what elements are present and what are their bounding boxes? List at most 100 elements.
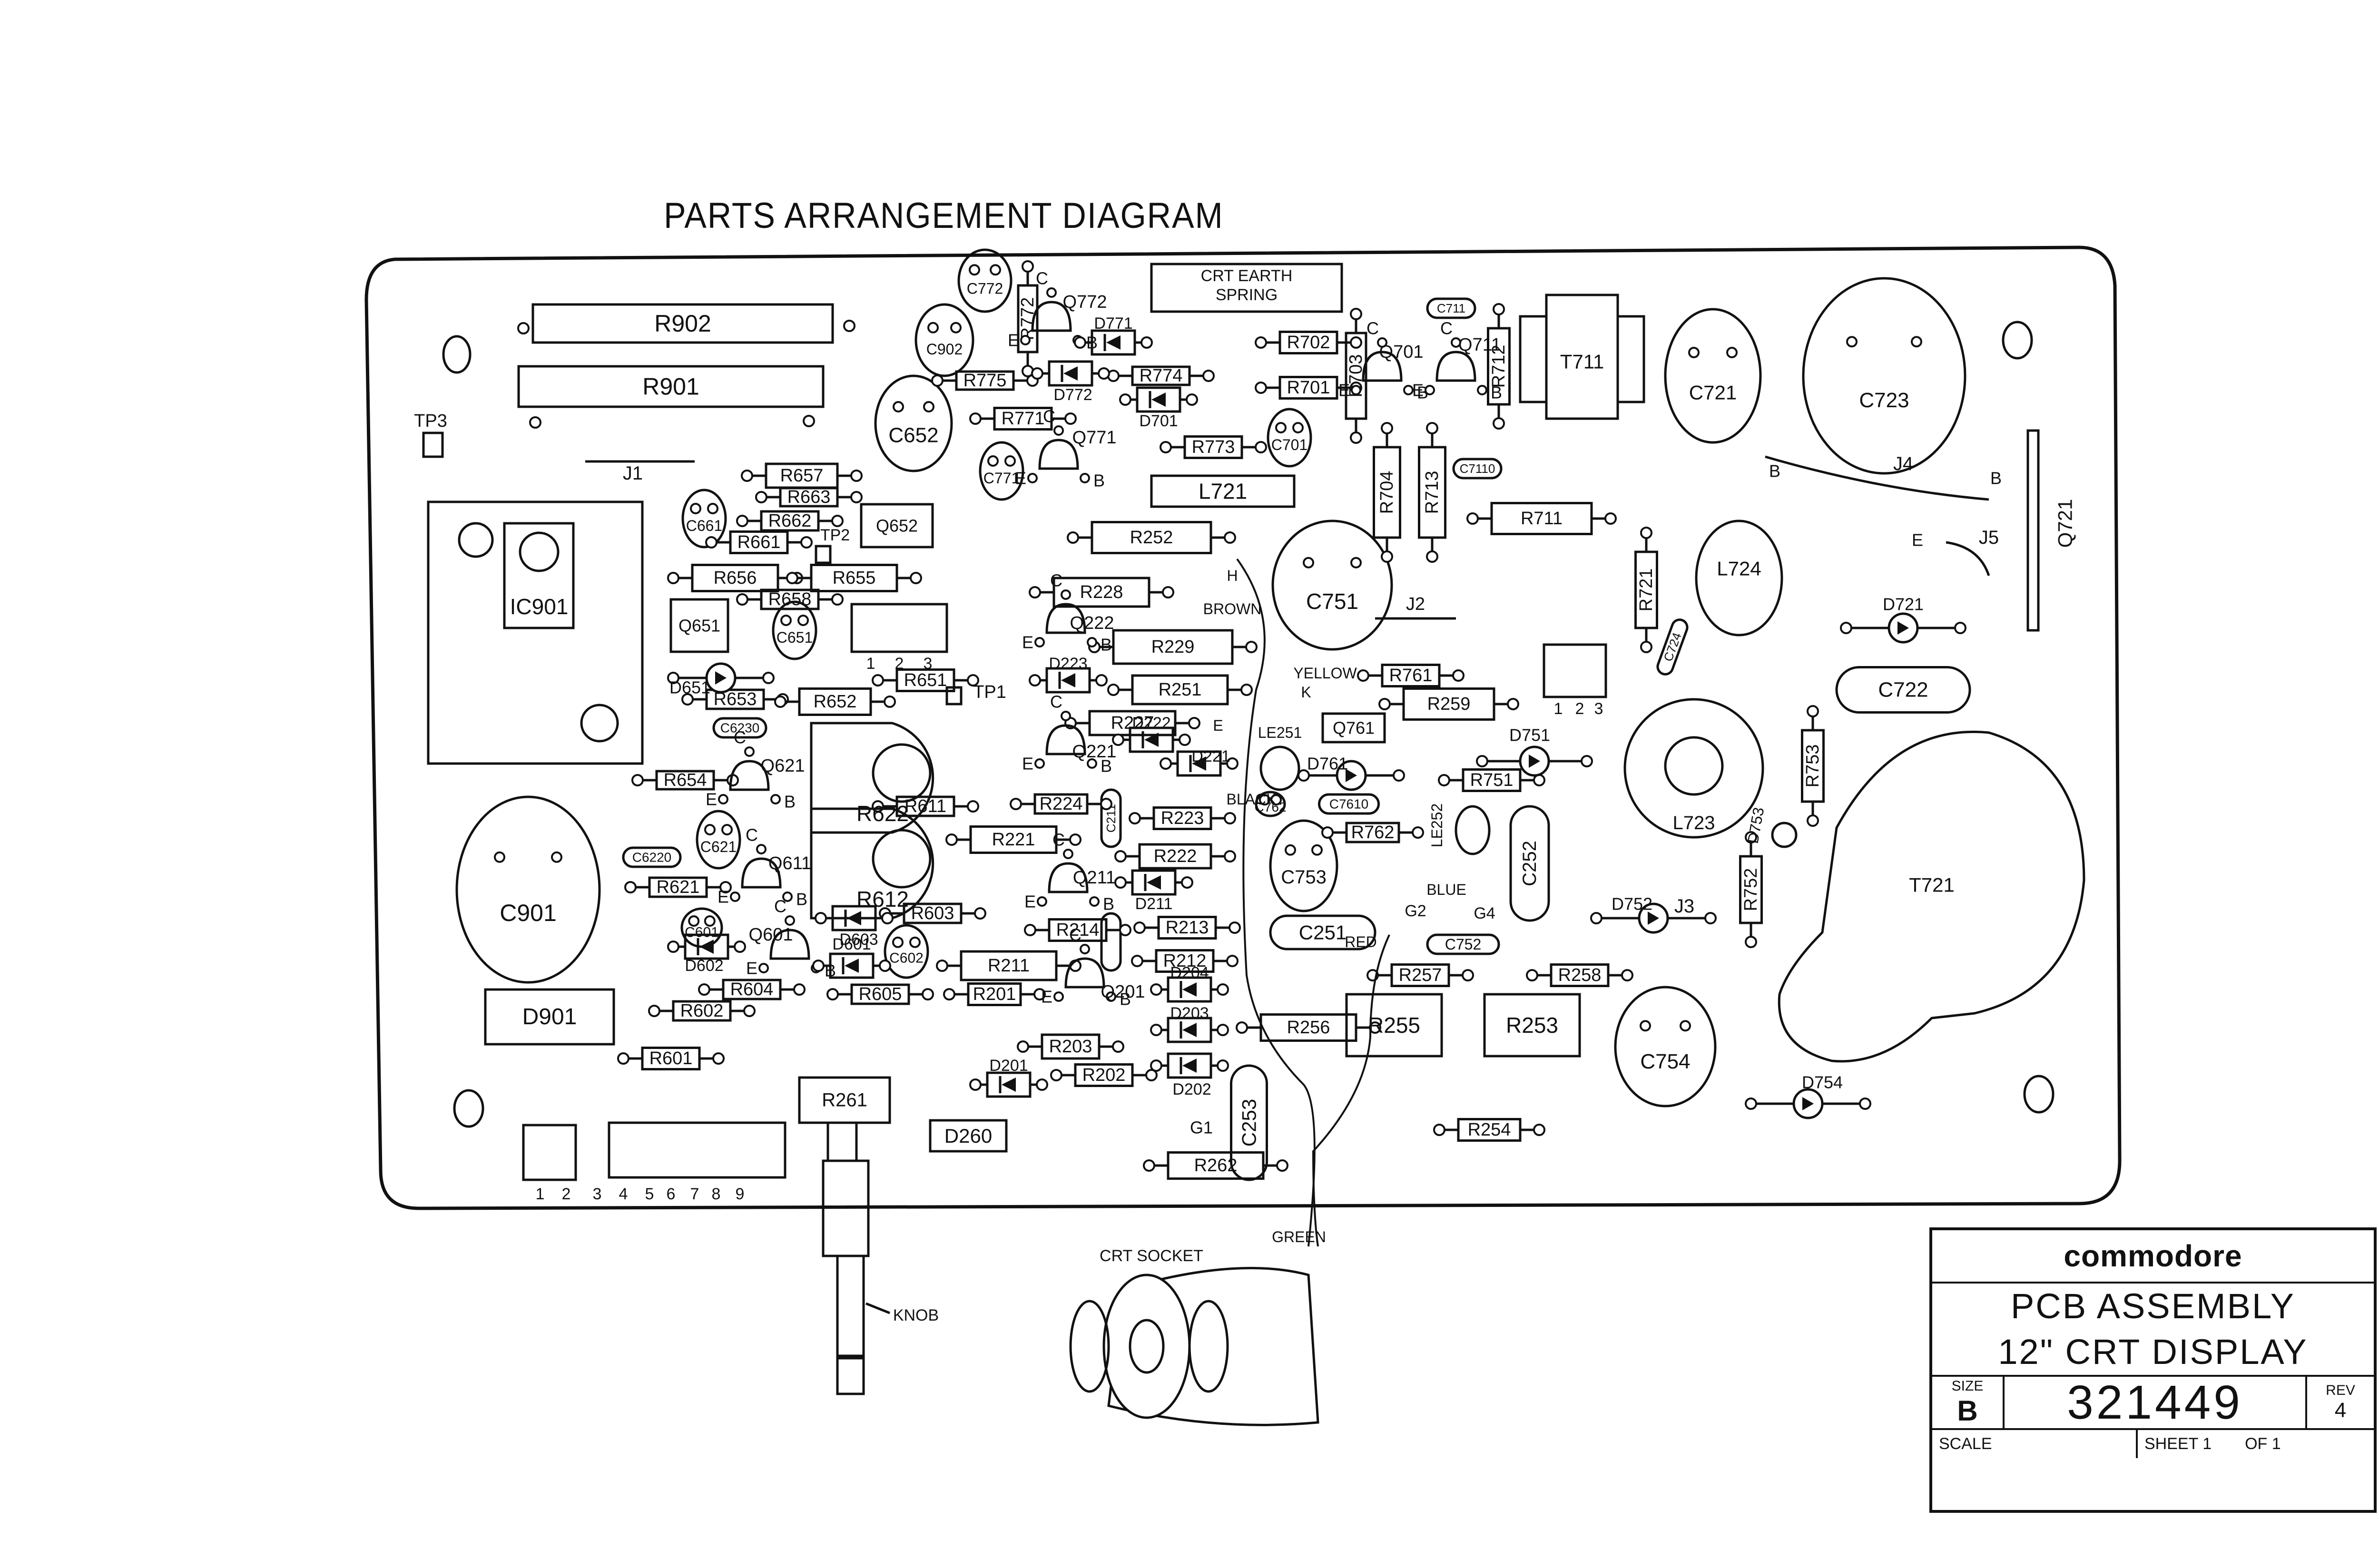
resistor-r651 [883, 668, 968, 692]
solder-pad [648, 1005, 660, 1017]
test-point-label: TP1 [973, 682, 1006, 702]
solder-pad [1276, 1159, 1288, 1172]
solder-pad [826, 988, 839, 1000]
crt-socket-cable [1107, 1266, 1319, 1426]
solder-pad [1954, 622, 1966, 634]
capacitor-c751 [1271, 519, 1393, 651]
jumper-label: J5 [1979, 527, 1999, 548]
solder-pad [1150, 1059, 1162, 1072]
solder-pad [803, 415, 815, 427]
resistor-label: R704 [1377, 471, 1397, 514]
solder-pad [756, 844, 767, 854]
header-block [850, 603, 948, 653]
connector-pin-label: 8 [712, 1185, 721, 1203]
resistor-r762 [1332, 822, 1413, 843]
potentiometer-label: R622 [856, 801, 909, 826]
solder-pad [909, 936, 921, 948]
jumper-label: J3 [1674, 896, 1694, 917]
solder-pad [1029, 586, 1041, 598]
solder-pad [797, 615, 809, 626]
transistor-q621 [729, 760, 770, 791]
solder-pad [831, 593, 844, 606]
solder-pad [1255, 441, 1267, 453]
resistor-label: R601 [649, 1049, 693, 1068]
diode-label: D601 [832, 935, 871, 953]
diode-label: D221 [1191, 747, 1230, 765]
solder-pad [1590, 912, 1602, 924]
pin-label: E [746, 959, 757, 978]
solder-pad [705, 536, 718, 549]
transistor-label: Q721 [2054, 499, 2076, 548]
solder-pad [1466, 512, 1479, 525]
wire-label: BLUE [1426, 881, 1466, 898]
solder-pad [1275, 422, 1287, 433]
capacitor-c211 [1100, 788, 1122, 848]
rev-label: REV [2326, 1382, 2355, 1398]
solder-pad [1064, 412, 1077, 425]
resistor-label: R762 [1351, 823, 1395, 843]
resistor-label: R602 [680, 1001, 724, 1021]
transistor-q701 [1362, 351, 1403, 382]
solder-pad [782, 892, 793, 902]
resistor-label: R657 [780, 466, 824, 486]
resistor-r601 [628, 1047, 714, 1070]
solder-pad [1507, 698, 1519, 710]
capacitor-label: C652 [888, 424, 938, 447]
solder-pad [1129, 812, 1141, 824]
pin-label: C [1440, 319, 1453, 338]
size-cell: SIZE B [1932, 1377, 2005, 1428]
resistor-r201 [954, 982, 1035, 1006]
solder-pad [1452, 669, 1465, 682]
capacitor-c7110 [1452, 458, 1503, 480]
resistor-r901 [517, 365, 825, 408]
connector-pin-label: 5 [645, 1185, 654, 1203]
solder-pad [1100, 798, 1112, 810]
wire [1312, 934, 1390, 1247]
drawing-number: 321449 [2005, 1376, 2307, 1429]
resistor-r761 [1368, 664, 1454, 687]
transformer-t721 [1778, 730, 2085, 1063]
resistor-r221 [956, 825, 1071, 854]
pin-label: C [1050, 692, 1062, 712]
solder-pad [1217, 1059, 1229, 1072]
resistor-label: R201 [973, 984, 1016, 1004]
pin-label: B [1990, 469, 2002, 488]
resistor-r212 [1142, 949, 1228, 973]
crt-socket-tab [1069, 1300, 1110, 1393]
solder-pad [631, 774, 644, 786]
solder-pad [1095, 674, 1108, 686]
transistor-label: Q772 [1063, 292, 1107, 312]
solder-pad [1680, 1020, 1691, 1032]
solder-pad [967, 674, 979, 686]
resistor-label: R652 [814, 692, 857, 712]
solder-pad [1640, 1020, 1651, 1032]
resistor-label: R254 [1468, 1120, 1511, 1140]
resistor-label: R211 [988, 956, 1030, 976]
diode-label: D203 [1170, 1004, 1209, 1022]
led-label: LE251 [1258, 724, 1302, 741]
diode-symbol-icon [699, 940, 714, 954]
solder-pad [1807, 705, 1819, 717]
header-pin-label: 1 [866, 655, 875, 673]
resistor-label: R771 [1002, 409, 1045, 429]
transistor-q652-label: Q652 [876, 516, 918, 536]
solder-pad [800, 536, 813, 549]
solder-pad [1017, 1040, 1029, 1053]
diode-label: D754 [1802, 1073, 1843, 1092]
connector-pin-label: 9 [736, 1185, 745, 1203]
solder-pad [1240, 684, 1253, 696]
resistor-label: R604 [730, 980, 774, 1000]
size-label: SIZE [1951, 1378, 1984, 1394]
solder-pad [667, 572, 679, 584]
solder-pad [517, 322, 530, 334]
solder-pad [1188, 717, 1200, 729]
capacitor-c752 [1426, 933, 1500, 955]
solder-pad [1050, 1069, 1062, 1081]
transistor-label: Q611 [768, 853, 811, 873]
circle [872, 743, 932, 803]
wire-label: RED [1345, 933, 1377, 951]
solder-pad [1640, 527, 1652, 539]
transistor-q201 [1064, 957, 1105, 989]
pin-label: E [706, 790, 717, 809]
resistor-r262 [1154, 1151, 1278, 1180]
